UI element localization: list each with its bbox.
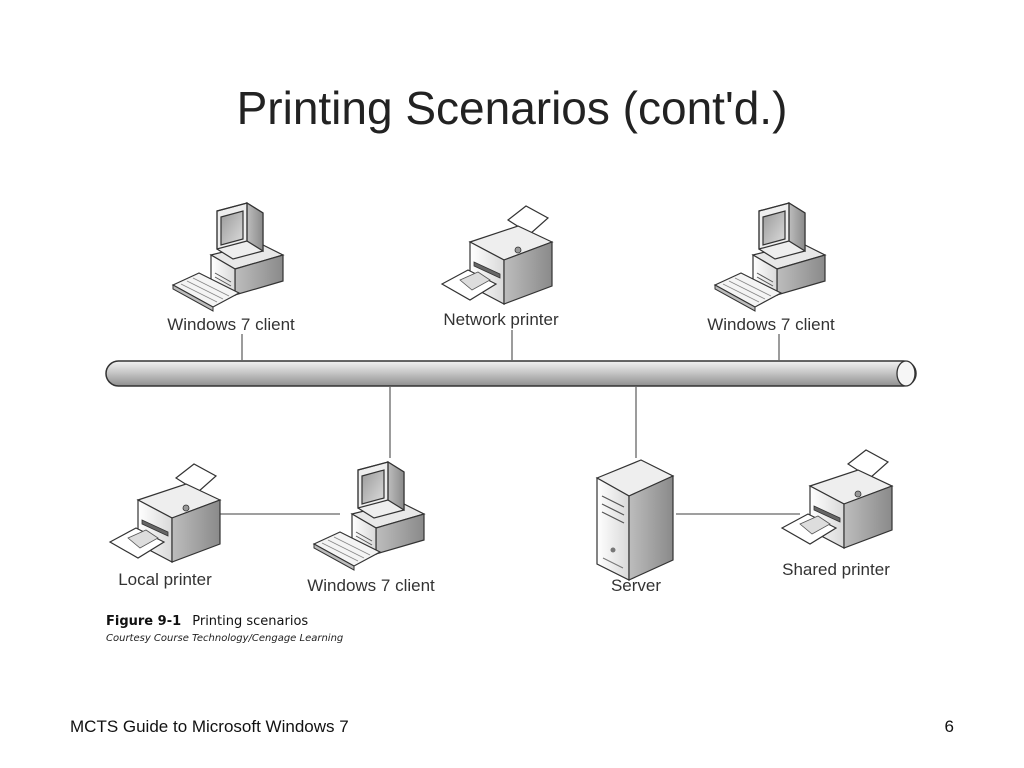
network-bus	[105, 360, 917, 387]
figure-caption: Figure 9-1 Printing scenarios Courtesy C…	[106, 610, 343, 644]
page-number: 6	[944, 717, 954, 736]
slide-title: Printing Scenarios (cont'd.)	[236, 82, 788, 134]
computer-icon	[714, 202, 826, 312]
server-icon	[596, 459, 674, 581]
label-client-top-left: Windows 7 client	[167, 315, 295, 334]
figure-number: Figure 9-1	[106, 614, 182, 629]
label-local-printer: Local printer	[118, 570, 212, 589]
printer-icon	[441, 205, 553, 305]
computer-icon	[313, 461, 425, 571]
label-server: Server	[610, 576, 662, 595]
connection-lines	[218, 330, 800, 515]
label-client-bottom: Windows 7 client	[307, 576, 435, 595]
label-network-printer: Network printer	[443, 310, 559, 329]
label-client-top-right: Windows 7 client	[707, 315, 835, 334]
computer-icon	[172, 202, 284, 312]
figure-credit: Courtesy Course Technology/Cengage Learn…	[106, 633, 344, 644]
footer-course-title: MCTS Guide to Microsoft Windows 7	[70, 717, 349, 736]
printer-icon	[109, 463, 221, 563]
label-shared-printer: Shared printer	[782, 560, 890, 579]
printer-icon	[781, 449, 893, 549]
figure-title: Printing scenarios	[192, 614, 309, 629]
